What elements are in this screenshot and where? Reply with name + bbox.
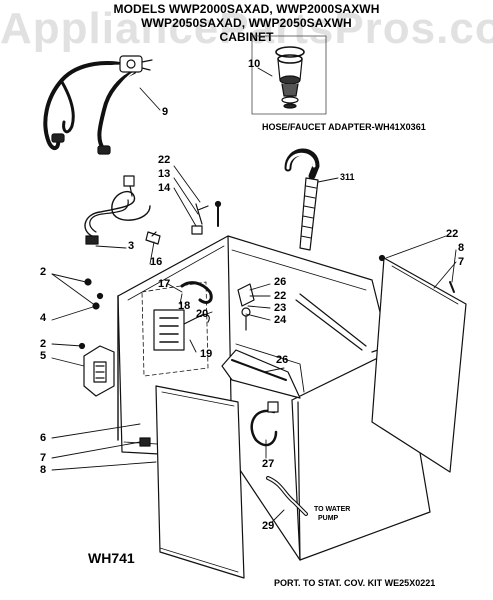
callout-7-right: 7 (458, 256, 465, 268)
small-hardware-parts (145, 200, 222, 245)
hose-adapter-caption: HOSE/FAUCET ADAPTER-WH41X0361 (262, 122, 426, 132)
callout-311: 311 (340, 172, 355, 182)
drain-hose-part (284, 148, 320, 251)
callout-17: 17 (158, 278, 171, 290)
callout-7-left: 7 (40, 452, 47, 464)
callout-10: 10 (248, 58, 261, 70)
callout-26-upper: 26 (274, 276, 287, 288)
fill-hoses-part (43, 55, 153, 155)
callout-6: 6 (40, 432, 47, 444)
callout-23: 23 (274, 302, 287, 314)
callout-8-left: 8 (40, 464, 47, 476)
callout-4: 4 (40, 312, 47, 324)
header-models-line2: WWP2050SAXAD, WWP2050SAXWH (141, 16, 352, 30)
wire-harness-part (84, 175, 151, 245)
to-water-caption: TO WATER (314, 506, 351, 513)
diagram-code: WH741 (88, 550, 135, 566)
callout-22-right: 22 (446, 228, 459, 240)
kit-caption: PORT. TO STAT. COV. KIT WE25X0221 (274, 578, 436, 588)
callout-2-upper: 2 (40, 266, 47, 278)
callout-14: 14 (158, 182, 171, 194)
watermark: AppliancePartsPros.com (0, 4, 493, 53)
callout-18: 18 (178, 300, 191, 312)
callout-22-top: 22 (158, 154, 171, 166)
callout-5: 5 (40, 350, 47, 362)
callout-29: 29 (262, 520, 275, 532)
callout-24: 24 (274, 314, 287, 326)
callout-13: 13 (158, 168, 171, 180)
callout-20: 20 (196, 308, 209, 320)
front-panel (139, 385, 245, 579)
callout-22-center: 22 (274, 290, 287, 302)
callout-8-right: 8 (458, 242, 465, 254)
callout-leaders (51, 67, 457, 523)
callout-9: 9 (162, 106, 169, 118)
callout-3: 3 (128, 240, 135, 252)
callout-26-lower: 26 (276, 354, 289, 366)
pump-caption: PUMP (318, 515, 339, 522)
callout-16: 16 (150, 256, 163, 268)
callout-27: 27 (262, 458, 275, 470)
header-models-line1: MODELS WWP2000SAXAD, WWP2000SAXWH (113, 2, 380, 16)
callout-19: 19 (200, 348, 213, 360)
left-bracket-parts (78, 278, 119, 441)
header-section-title: CABINET (219, 30, 274, 44)
right-side-panel (371, 254, 467, 473)
callout-2-lower: 2 (40, 338, 47, 350)
hose-faucet-adapter-part (251, 35, 327, 115)
